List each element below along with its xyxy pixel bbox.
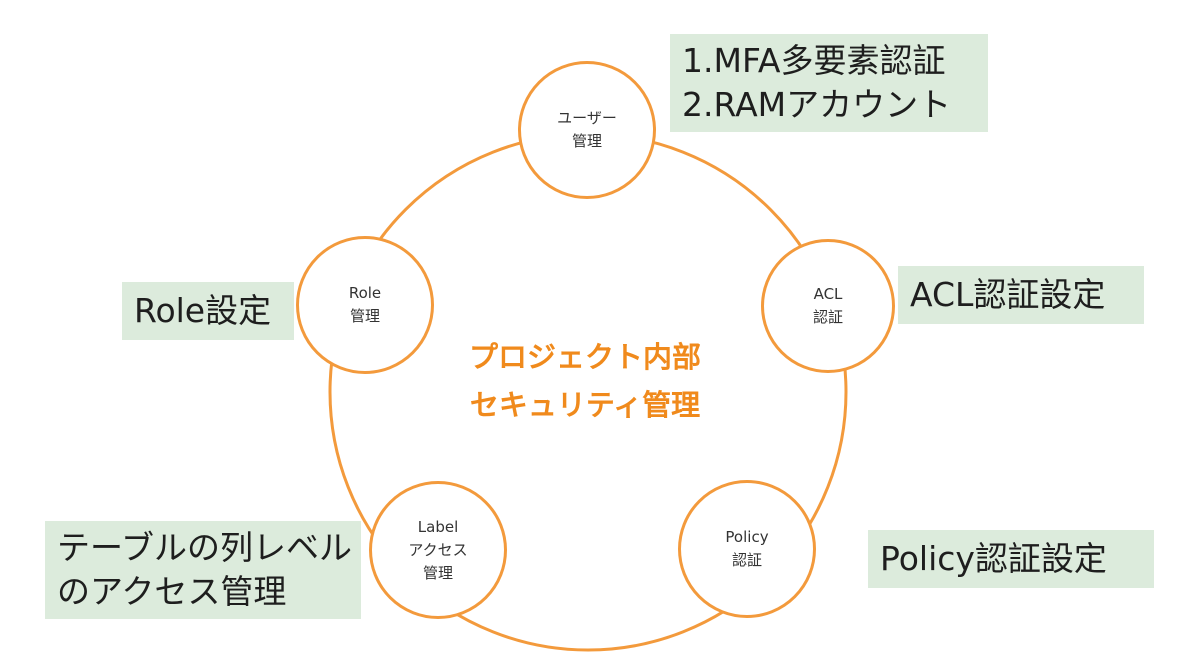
node-label-access: Label アクセス 管理 xyxy=(369,481,507,619)
callout-user-line2: 2.RAMアカウント xyxy=(682,85,952,124)
callout-label-line1: テーブルの列レベル xyxy=(57,528,353,567)
callout-role: Role設定 xyxy=(122,282,294,340)
callout-acl-line1: ACL認証設定 xyxy=(910,275,1106,314)
callout-role-line1: Role設定 xyxy=(134,291,272,330)
node-acl-line2: 認証 xyxy=(812,308,843,326)
node-user-line1: ユーザー xyxy=(557,109,617,127)
callout-policy: Policy認証設定 xyxy=(868,530,1154,588)
center-title-line2: セキュリティ管理 xyxy=(469,388,701,422)
node-label-line3: 管理 xyxy=(422,563,453,582)
node-policy-line1: Policy xyxy=(725,528,769,546)
callout-user-line1: 1.MFA多要素認証 xyxy=(682,41,946,80)
node-role-management: Role 管理 xyxy=(296,236,434,374)
node-policy-line2: 認証 xyxy=(731,551,762,569)
center-title: プロジェクト内部 セキュリティ管理 xyxy=(420,333,750,429)
node-policy-auth: Policy 認証 xyxy=(678,480,816,618)
center-title-line1: プロジェクト内部 xyxy=(468,340,701,374)
callout-label: テーブルの列レベル のアクセス管理 xyxy=(45,521,361,619)
node-user-management: ユーザー 管理 xyxy=(518,61,656,199)
node-role-line1: Role xyxy=(348,284,382,302)
node-acl-auth: ACL 認証 xyxy=(761,239,895,373)
callout-user: 1.MFA多要素認証 2.RAMアカウント xyxy=(670,34,988,132)
node-acl-line1: ACL xyxy=(813,285,843,303)
node-user-line2: 管理 xyxy=(571,132,602,150)
node-role-line2: 管理 xyxy=(349,307,380,325)
callout-label-line2: のアクセス管理 xyxy=(57,572,287,611)
callout-acl: ACL認証設定 xyxy=(898,266,1144,324)
callout-policy-line1: Policy認証設定 xyxy=(880,539,1107,578)
node-label-line1: Label xyxy=(417,517,459,536)
node-label-line2: アクセス xyxy=(408,540,468,559)
